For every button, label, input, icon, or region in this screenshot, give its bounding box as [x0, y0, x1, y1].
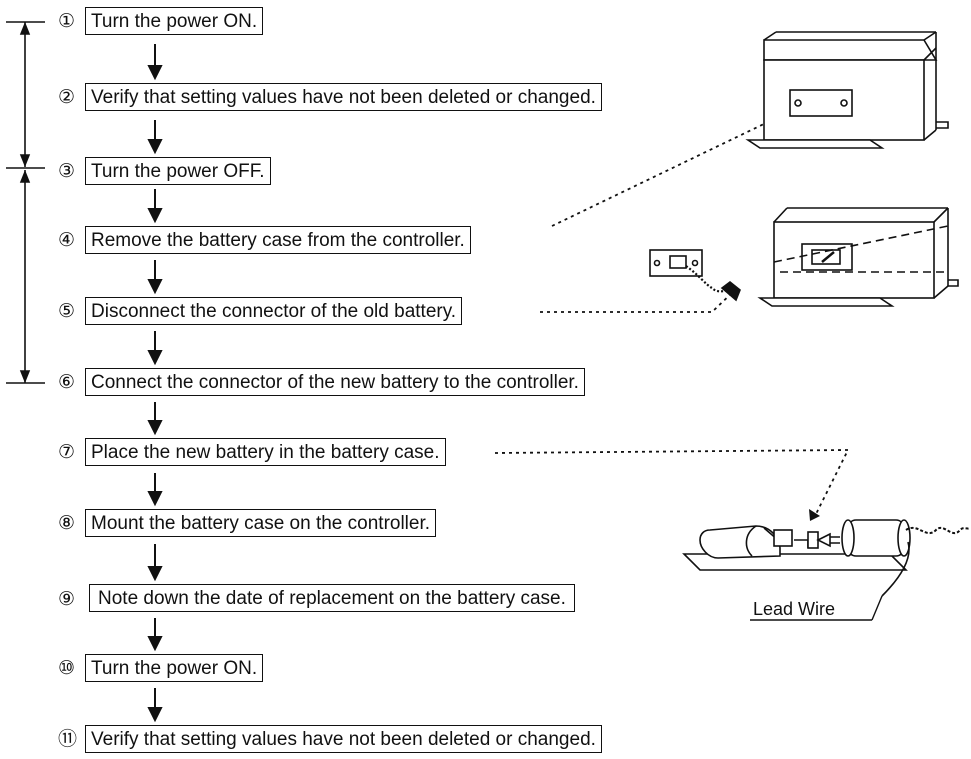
step-8-number: ⑧	[58, 512, 76, 534]
flow-arrow-9-10	[147, 618, 163, 652]
flow-arrow-2-3	[147, 120, 163, 155]
leader-step5-to-connector	[540, 289, 736, 313]
lead-wire-label: Lead Wire	[753, 599, 836, 619]
bracket-steps-3-6	[6, 167, 45, 384]
step-10-box: Turn the power ON.	[85, 654, 264, 682]
step-4-number: ④	[58, 229, 76, 251]
step-10-number: ⑩	[58, 657, 76, 679]
step-1-box: Turn the power ON.	[85, 7, 264, 35]
flow-arrow-4-5	[147, 260, 163, 295]
leader-lines	[494, 108, 850, 515]
bracket-steps-1-3	[6, 21, 45, 168]
step-2-number: ②	[58, 86, 76, 108]
step-2-box: Verify that setting values have not been…	[85, 83, 602, 111]
step-4-box: Remove the battery case from the control…	[85, 226, 471, 254]
step-9-number: ⑨	[58, 588, 76, 610]
step-6-box: Connect the connector of the new battery…	[85, 368, 585, 396]
flow-arrow-1-2	[147, 44, 163, 81]
step-7-number: ⑦	[58, 441, 76, 463]
battery-cover-connector-illustration	[649, 249, 741, 302]
controller-top-illustration	[745, 31, 949, 149]
step-5-number: ⑤	[58, 300, 76, 322]
controller-middle-illustration	[757, 207, 959, 307]
leader-step7-to-case	[494, 449, 850, 515]
step-7-box: Place the new battery in the battery cas…	[85, 438, 446, 466]
flow-arrow-10-11	[147, 688, 163, 723]
step-1-number: ①	[58, 10, 76, 32]
flow-arrow-3-4	[147, 189, 163, 224]
step-5-box: Disconnect the connector of the old batt…	[85, 297, 463, 325]
step-6-number: ⑥	[58, 371, 76, 393]
flow-arrow-8-9	[147, 544, 163, 582]
leader-step4-to-cover	[551, 108, 796, 227]
flow-arrow-5-6	[147, 331, 163, 366]
step-11-box: Verify that setting values have not been…	[85, 725, 602, 753]
step-8-box: Mount the battery case on the controller…	[85, 509, 437, 537]
step-3-box: Turn the power OFF.	[85, 157, 271, 185]
step-9-box: Note down the date of replacement on the…	[89, 584, 575, 612]
flow-arrow-7-8	[147, 473, 163, 507]
step-11-number: ⑪	[58, 728, 78, 750]
flow-arrow-6-7	[147, 402, 163, 436]
step-3-number: ③	[58, 160, 76, 182]
